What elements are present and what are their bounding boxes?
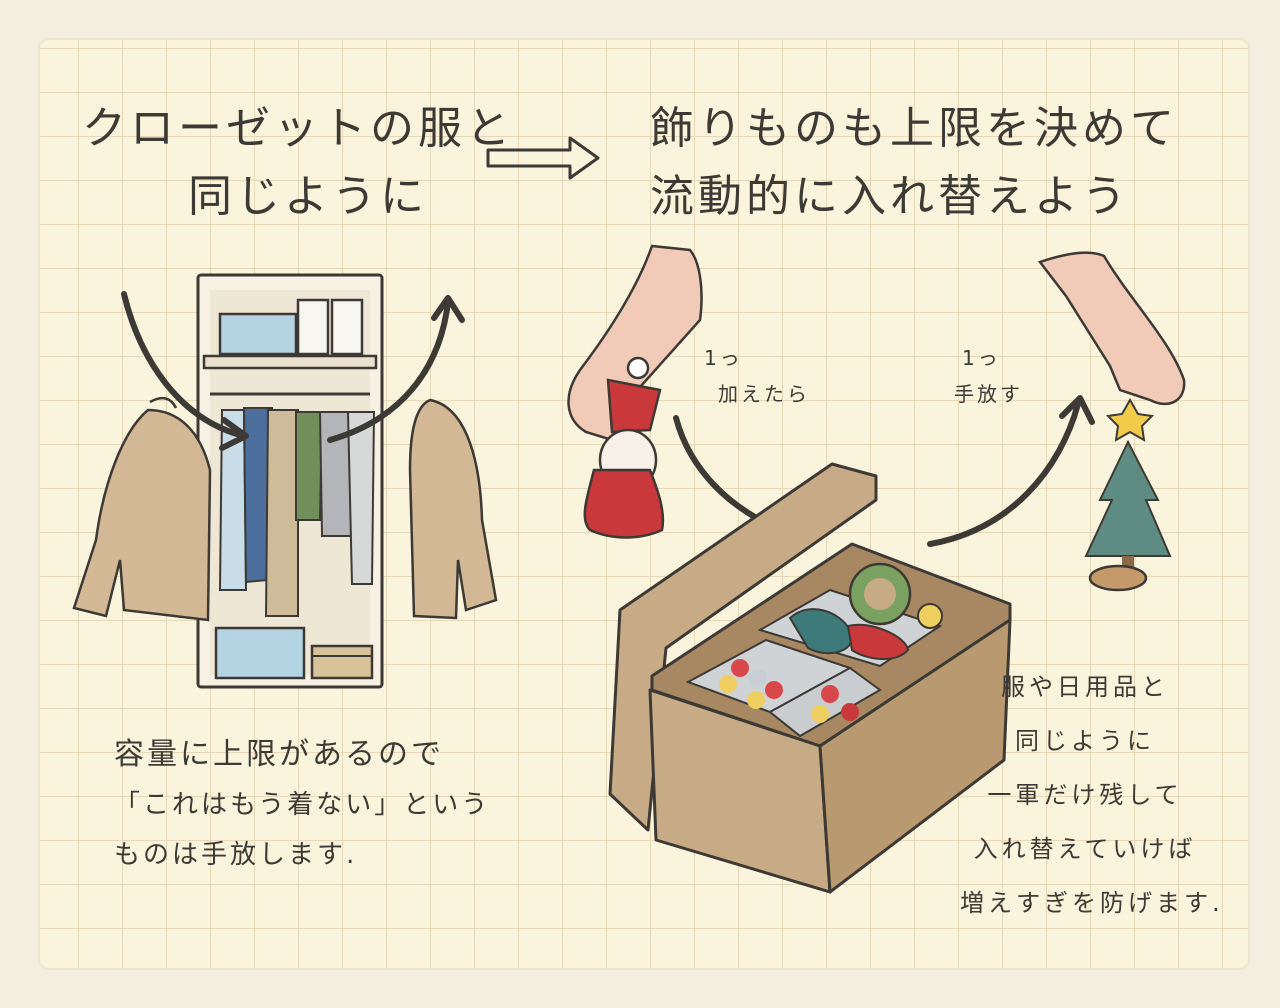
title-arrow-icon [488, 138, 598, 178]
label-add-line2: 加えたら [718, 378, 810, 407]
caption-left-line1: 容量に上限があるので [114, 730, 490, 780]
caption-right-line5: 増えすぎを防げます. [960, 876, 1210, 930]
storage-box-illustration [610, 464, 1010, 892]
caption-right-line1: 服や日用品と [960, 660, 1210, 714]
label-remove-line1: 1っ [962, 342, 1001, 371]
caption-right-line4: 入れ替えていけば [960, 822, 1210, 876]
caption-left-line3: ものは手放します. [114, 830, 490, 880]
caption-left-line2: 「これはもう着ない」という [114, 780, 490, 830]
closet-illustration [198, 275, 382, 687]
hand-right-icon [1040, 253, 1184, 404]
caption-right-line3: 一軍だけ残して [960, 768, 1210, 822]
box-arrow-out-icon [930, 404, 1078, 544]
label-remove-line2: 手放す [954, 378, 1023, 407]
label-add-line1: 1っ [704, 342, 743, 371]
caption-left: 容量に上限があるので 「これはもう着ない」という ものは手放します. [114, 730, 490, 880]
caption-right-line2: 同じように [960, 714, 1210, 768]
coat-left-icon [74, 398, 210, 620]
caption-right: 服や日用品と 同じように 一軍だけ残して 入れ替えていけば 増えすぎを防げます. [960, 660, 1210, 930]
coat-right-icon [410, 400, 496, 618]
christmas-tree-icon [1086, 400, 1170, 590]
